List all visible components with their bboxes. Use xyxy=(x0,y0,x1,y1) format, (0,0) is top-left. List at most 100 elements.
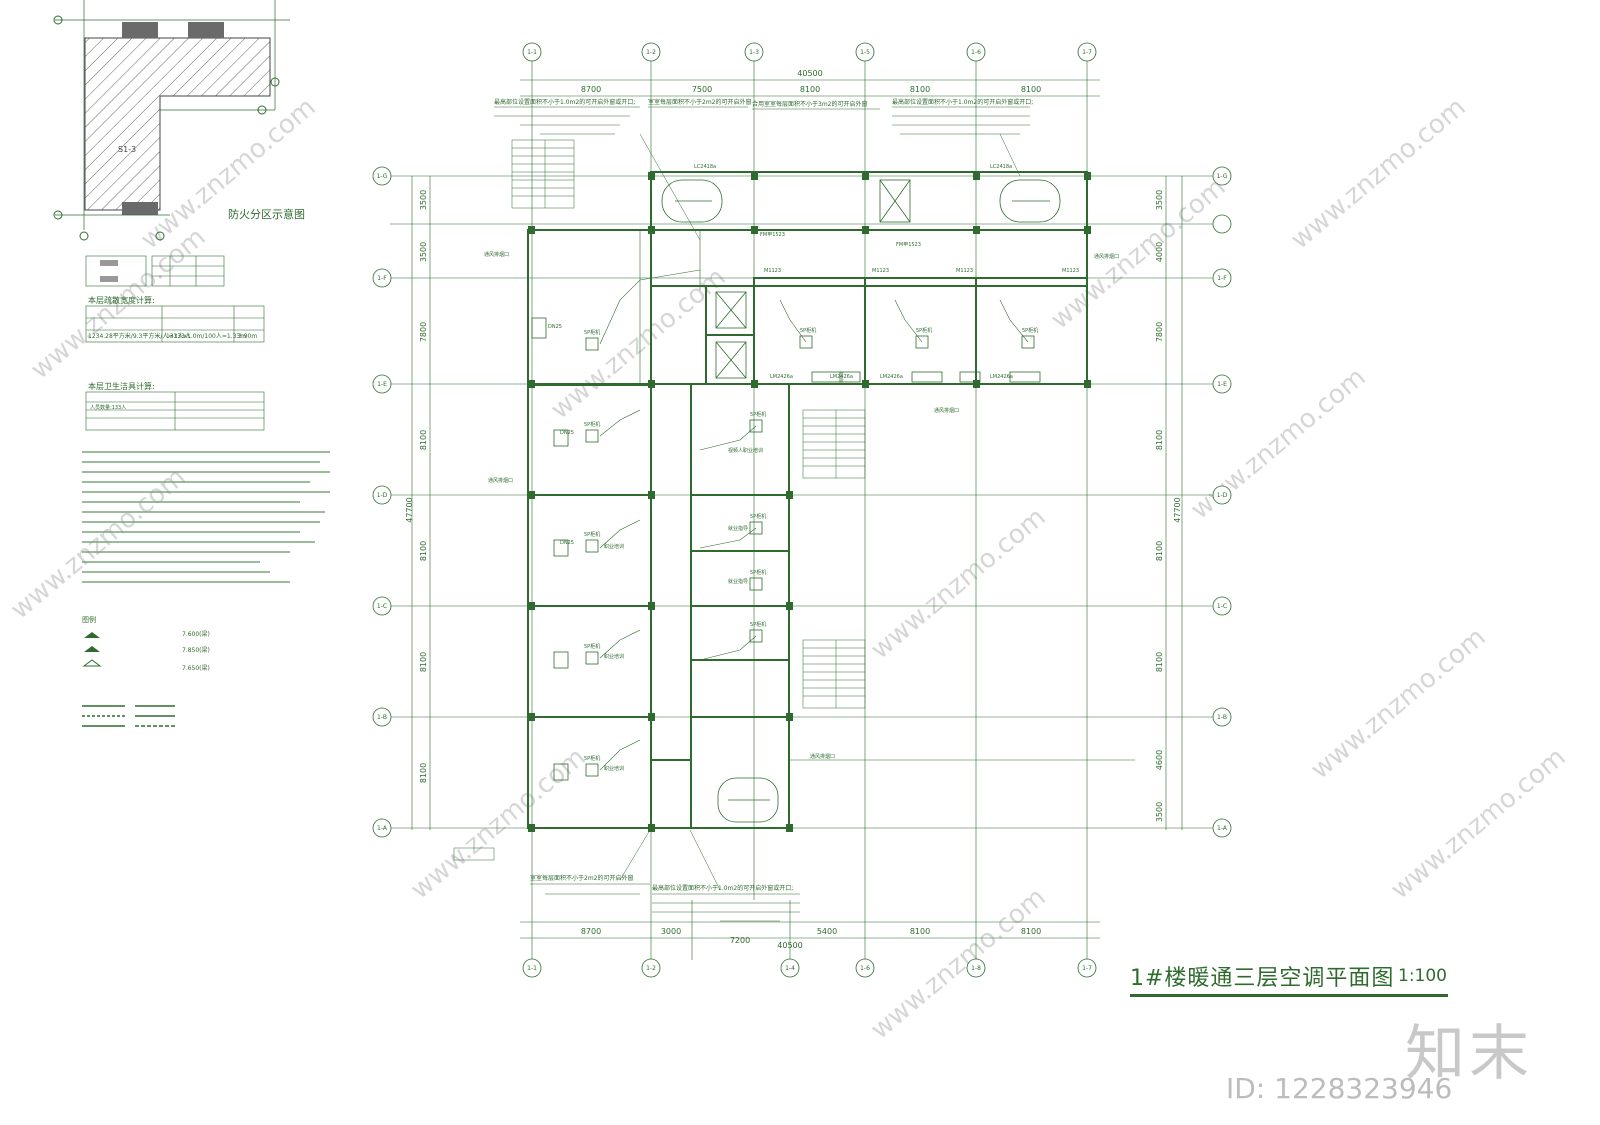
dim-right: 4600 xyxy=(1155,750,1164,770)
note-top: 最高部位设置面积不小于1.0m2的可开启外窗或开口; xyxy=(892,98,1033,106)
axis-label-top: 1-5 xyxy=(860,49,870,56)
axis-label-left: 1-D xyxy=(377,492,388,499)
plan-notes: 最高部位设置面积不小于1.0m2的可开启外窗或开口; 室室每层面积不小于2m2的… xyxy=(494,98,1033,892)
dim-bottom: 7200 xyxy=(730,936,750,945)
dim-top-total: 40500 xyxy=(797,69,822,78)
dim-bottom: 8100 xyxy=(1021,927,1041,936)
watermark-logo: 知末 xyxy=(1405,1019,1533,1089)
dim-right-total: 47700 xyxy=(1173,497,1182,522)
axis-label-left: 1-A xyxy=(377,825,388,832)
image-id: ID: 1228323946 xyxy=(1226,1072,1453,1105)
ac-unit-label: 5P柜机 xyxy=(584,755,600,762)
ac-unit-label: 5P柜机 xyxy=(750,513,766,520)
fire-zone-inset: S1-3 xyxy=(53,0,290,241)
axis-label-bottom: 1-2 xyxy=(646,965,656,972)
dim-right: 3500 xyxy=(1155,802,1164,822)
axis-label-top: 1-7 xyxy=(1082,49,1092,56)
axis-label-bottom: 1-7 xyxy=(1082,965,1092,972)
note-top: 合用室室每层面积不小于3m2的可开启外窗 xyxy=(752,100,867,108)
watermark-text: www.znzmo.com xyxy=(1305,622,1491,785)
dim-left: 8100 xyxy=(419,541,428,561)
axis-label-right: 1-E xyxy=(1217,381,1227,388)
dim-right: 3500 xyxy=(1155,190,1164,210)
room-name: 职业培训 xyxy=(604,543,624,550)
axis-label-top: 1-6 xyxy=(971,49,981,56)
annotation: 通风排烟口 xyxy=(1094,253,1119,260)
title-block: 1#楼暖通三层空调平面图 1:100 xyxy=(1130,960,1460,1010)
watermark-text: www.znzmo.com xyxy=(865,882,1051,1045)
dim-right: 8100 xyxy=(1155,541,1164,561)
watermark-text: www.znzmo.com xyxy=(1285,92,1471,255)
room-labels: 5P柜机 5P柜机 5P柜机 5P柜机 5P柜机 5P柜机 5P柜机 5P柜机 … xyxy=(484,164,1119,772)
annotation: 通风排烟口 xyxy=(484,251,509,258)
dim-right: 8100 xyxy=(1155,430,1164,450)
axis-label-left: 1-E xyxy=(377,381,387,388)
equip-tag: LC2418a xyxy=(694,164,716,170)
axis-label-left: 1-F xyxy=(377,275,387,282)
annotation: 通风排烟口 xyxy=(810,753,835,760)
axis-label-left: 1-C xyxy=(377,603,387,610)
axis-label-right: 1-A xyxy=(1217,825,1228,832)
dim-top: 8100 xyxy=(910,85,930,94)
evac-title: 本层疏散宽度计算: xyxy=(88,295,155,305)
ac-unit-label: 5P柜机 xyxy=(750,411,766,418)
dim-bottom: 3000 xyxy=(661,927,681,936)
dim-left: 8100 xyxy=(419,763,428,783)
dim-bottom: 8100 xyxy=(910,927,930,936)
legend-title: 图例 xyxy=(82,615,96,624)
axis-label-bottom: 1-8 xyxy=(971,965,981,972)
axis-label-right: 1-C xyxy=(1217,603,1227,610)
room-name: 就业指导 xyxy=(728,525,748,532)
equip-tag: DN25 xyxy=(548,324,562,330)
axis-label-bottom: 1-6 xyxy=(860,965,870,972)
legend-symbols xyxy=(82,632,102,667)
room-name: 就业指导 xyxy=(728,578,748,585)
room-name: 职业培训 xyxy=(604,765,624,772)
pipe-routes xyxy=(599,230,1135,771)
drawing-title: 1#楼暖通三层空调平面图 xyxy=(1130,966,1395,991)
axis-label-right: 1-G xyxy=(1217,173,1228,180)
building-walls xyxy=(527,171,1088,829)
note-bottom: 室室每层面积不小于2m2的可开启外窗 xyxy=(530,874,633,882)
equip-tag: LM2426a xyxy=(770,374,793,380)
equip-tag: LM2426a xyxy=(880,374,903,380)
legend-item: 7.850(梁) xyxy=(182,646,210,654)
axis-labels: 1-1 1-2 1-3 1-5 1-6 1-7 1-1 1-2 1-4 1-6 … xyxy=(377,49,1228,972)
dim-bottom-total: 40500 xyxy=(777,941,802,950)
annotation: 通风排烟口 xyxy=(934,407,959,414)
equip-tag: DN25 xyxy=(560,430,574,436)
equip-tag: M1123 xyxy=(956,268,973,274)
note-bottom: 最高部位设置面积不小于1.0m2的可开启外窗或开口; xyxy=(652,884,793,892)
axis-label-left: 1-B xyxy=(377,714,387,721)
legend-item: 7.650(梁) xyxy=(182,664,210,672)
watermark-text: www.znzmo.com xyxy=(1385,742,1571,905)
dim-right: 8100 xyxy=(1155,652,1164,672)
dim-top: 7500 xyxy=(692,85,712,94)
legend-item: 7.600(梁) xyxy=(182,630,210,638)
watermark-text: www.znzmo.com xyxy=(1045,172,1231,335)
ac-unit-label: 5P柜机 xyxy=(584,531,600,538)
dim-bottom: 5400 xyxy=(817,927,837,936)
inset-title: 防火分区示意图 xyxy=(228,207,305,221)
dim-top: 8100 xyxy=(1021,85,1041,94)
note-top: 室室每层面积不小于2m2的可开启外窗 xyxy=(648,98,751,106)
dim-bottom: 8700 xyxy=(581,927,601,936)
room-name: 视频人职业培训 xyxy=(728,447,763,454)
watermark-text: www.znzmo.com xyxy=(865,502,1051,665)
ac-unit-label: 5P柜机 xyxy=(800,327,816,334)
equip-tag: LM2426a xyxy=(990,374,1013,380)
ac-unit-label: 5P柜机 xyxy=(750,621,766,628)
zone-label: S1-3 xyxy=(118,145,136,154)
dim-left: 8100 xyxy=(419,652,428,672)
ac-unit-label: 5P柜机 xyxy=(1022,327,1038,334)
equip-tag: LM2426a xyxy=(830,374,853,380)
axis-bubbles xyxy=(372,42,1232,978)
watermark-text: www.znzmo.com xyxy=(135,92,321,255)
axis-label-right: 1-F xyxy=(1217,275,1227,282)
dim-left: 8100 xyxy=(419,430,428,450)
dim-left-total: 47700 xyxy=(405,497,414,522)
evac-row1: 1234.28平方米/9.3平方米/人=133人 xyxy=(88,332,191,340)
side-legend-tables xyxy=(85,255,265,431)
equip-tag: M1123 xyxy=(764,268,781,274)
structural-columns xyxy=(528,172,1091,832)
